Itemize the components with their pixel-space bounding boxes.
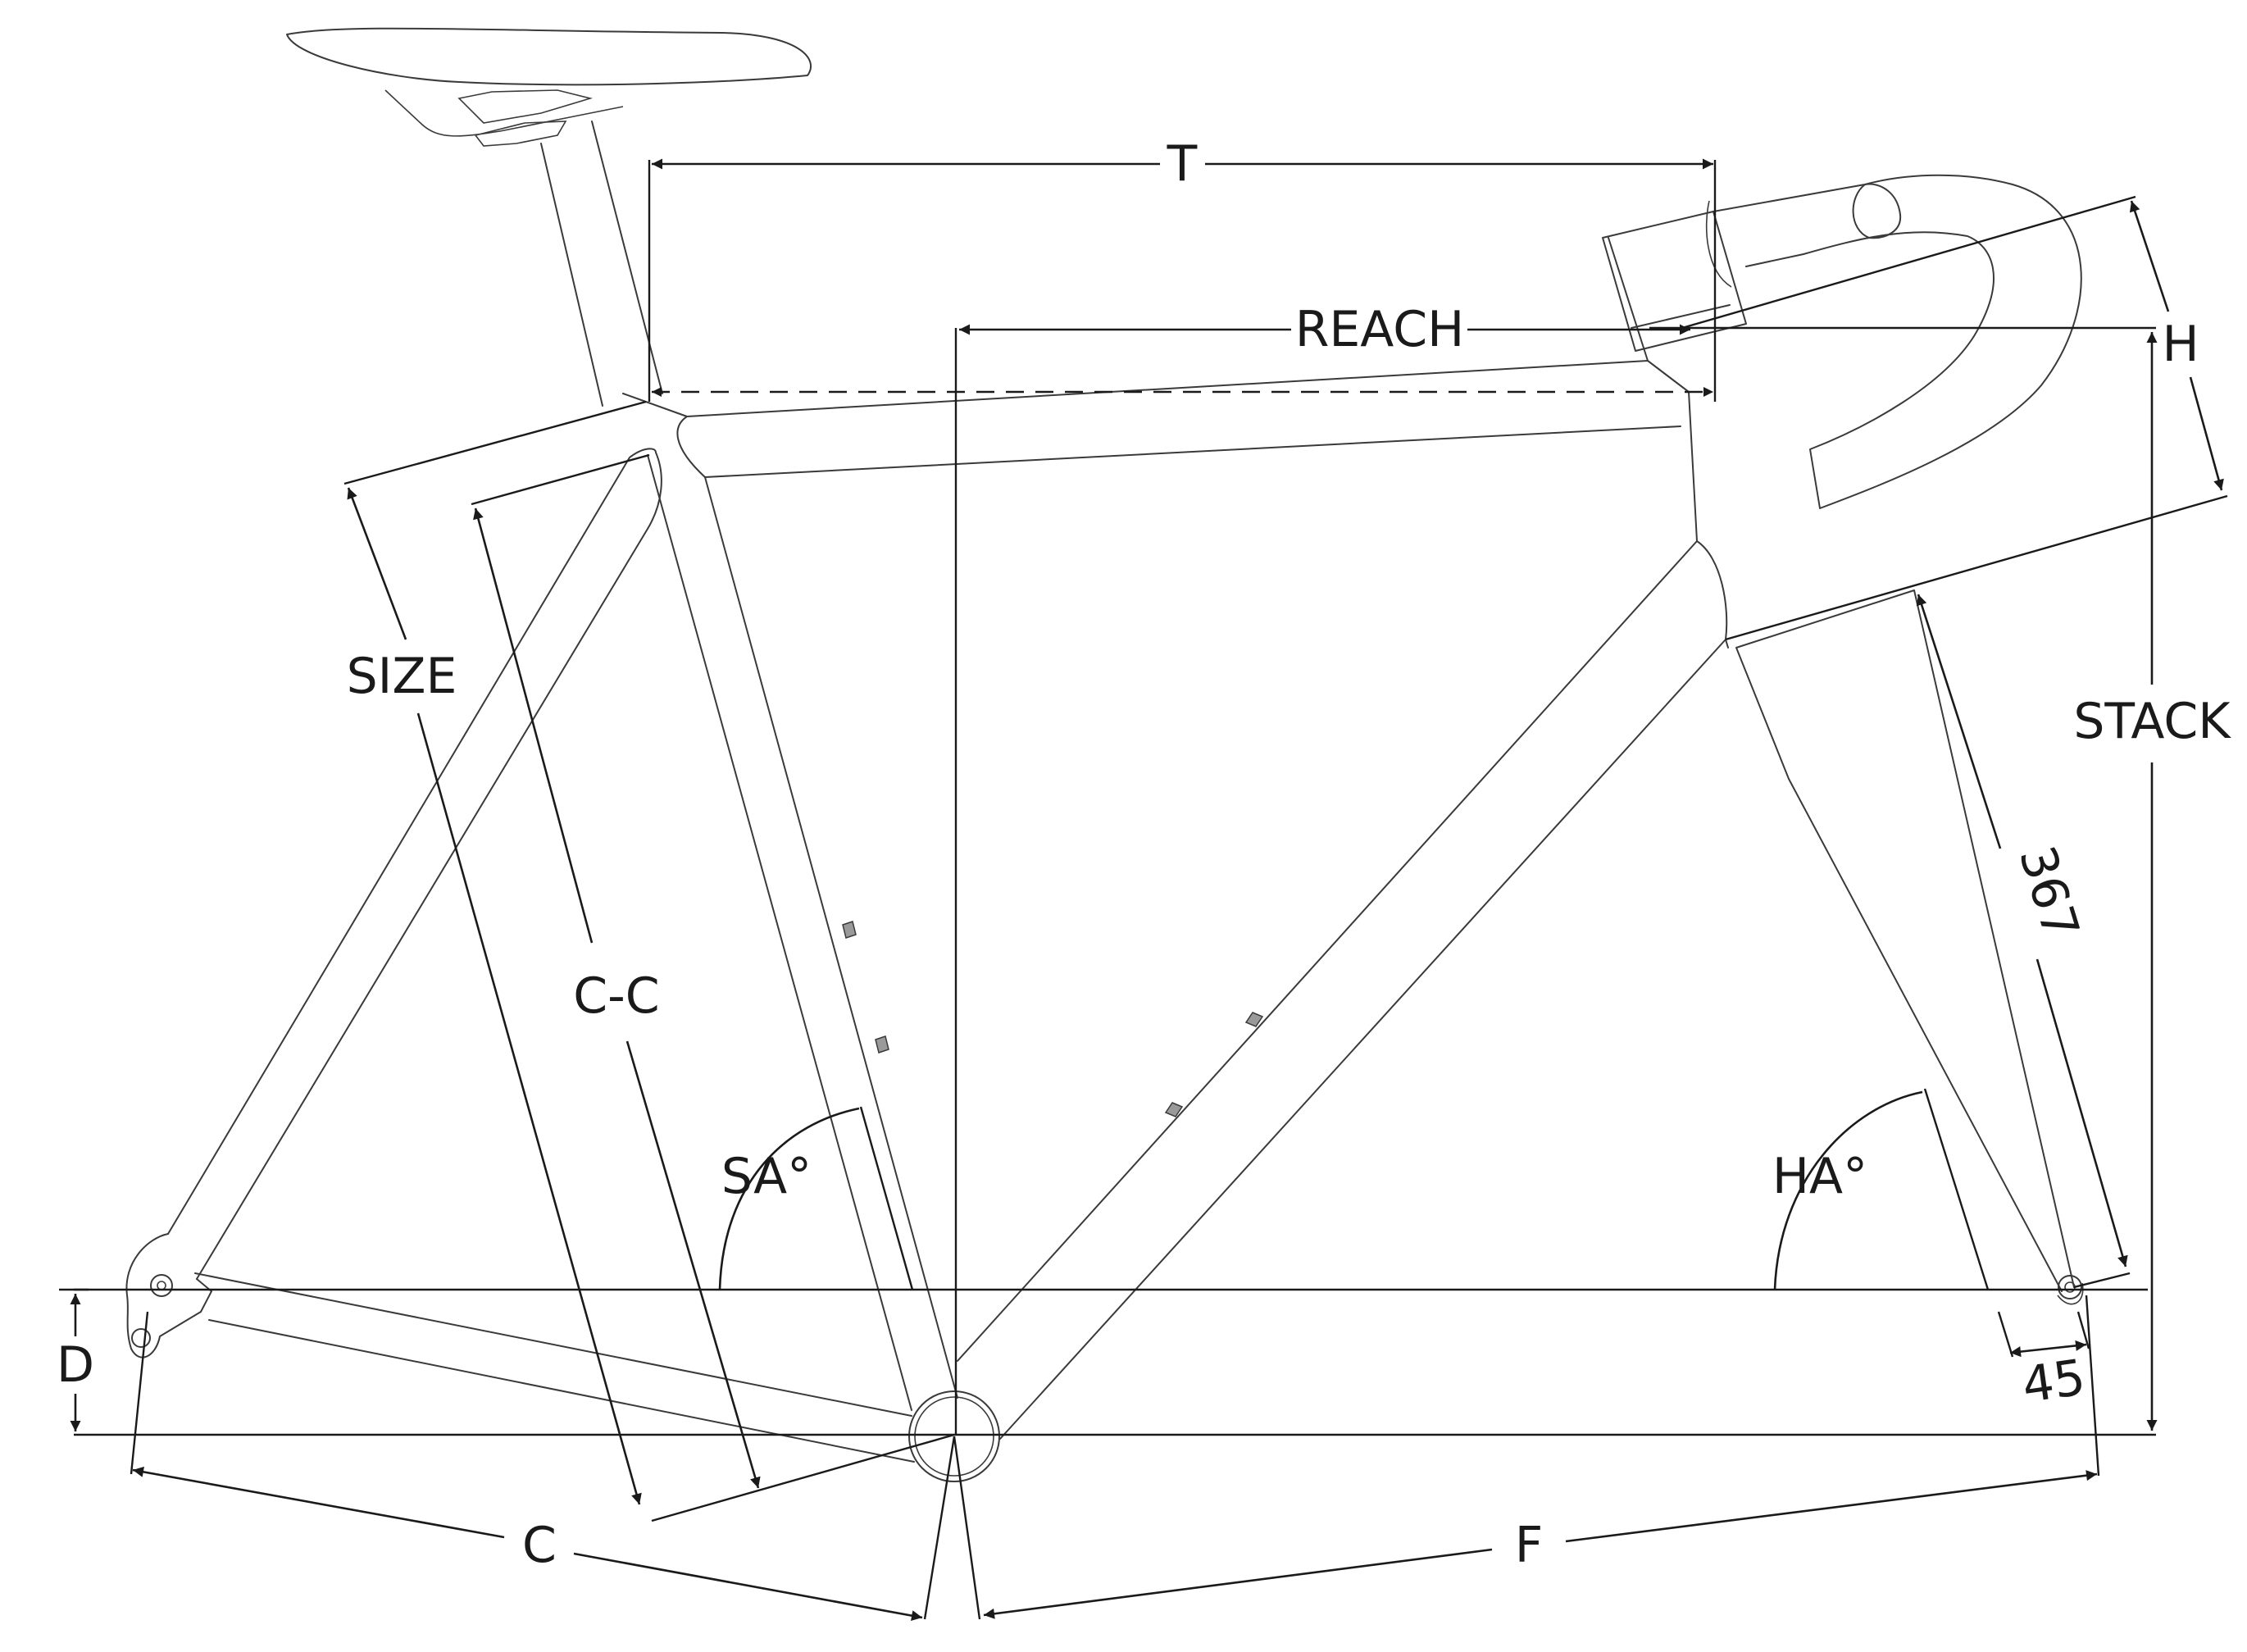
bike-frame bbox=[125, 27, 2084, 1482]
fork bbox=[1735, 589, 2075, 1292]
label-ha: HA° bbox=[1772, 1148, 1867, 1205]
rear-axle bbox=[150, 1274, 173, 1297]
label-stack: STACK bbox=[2073, 693, 2231, 750]
label-h: H bbox=[2162, 316, 2199, 373]
front-axle bbox=[2058, 1275, 2082, 1299]
label-cc: C-C bbox=[573, 967, 659, 1025]
seatpost bbox=[540, 121, 663, 407]
dimension-lines bbox=[70, 158, 2224, 1622]
reference-lines bbox=[59, 160, 2228, 1620]
stem bbox=[1602, 211, 1747, 352]
top-tube bbox=[622, 360, 1690, 478]
label-sa: SA° bbox=[721, 1148, 812, 1205]
label-t: T bbox=[1167, 135, 1198, 193]
bottom-bracket bbox=[908, 1390, 1000, 1482]
seat-stay bbox=[167, 448, 662, 1280]
label-f: F bbox=[1515, 1517, 1544, 1574]
dimension-labels: T REACH H SIZE STACK C-C 367 SA° HA° D 4… bbox=[57, 135, 2231, 1574]
label-fork-length: 367 bbox=[2008, 840, 2090, 946]
label-size: SIZE bbox=[347, 648, 457, 705]
label-reach: REACH bbox=[1295, 301, 1465, 358]
down-tube bbox=[957, 540, 1728, 1440]
head-tube bbox=[1608, 237, 1729, 649]
saddle bbox=[286, 27, 812, 86]
label-offset: 45 bbox=[2019, 1349, 2089, 1414]
chain-stay bbox=[194, 1272, 915, 1463]
label-c: C bbox=[522, 1517, 557, 1574]
seat-tube bbox=[647, 454, 958, 1411]
handlebar bbox=[1713, 174, 2082, 509]
rear-dropout bbox=[125, 1233, 212, 1358]
label-d: D bbox=[57, 1336, 94, 1394]
